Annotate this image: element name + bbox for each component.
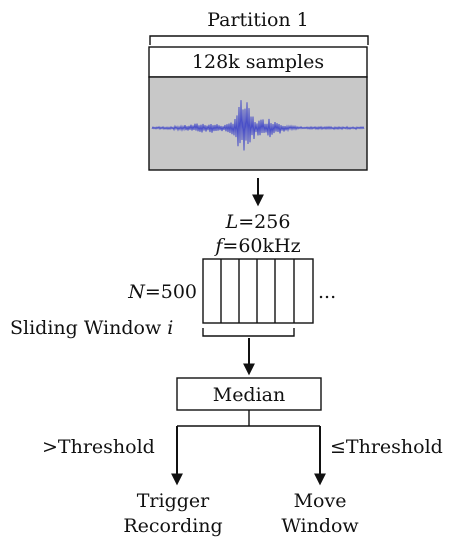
partition-bracket bbox=[149, 35, 369, 45]
samples-label: 128k samples bbox=[192, 51, 324, 73]
window-length-label: L=256 bbox=[225, 211, 291, 233]
trigger-recording-line2: Recording bbox=[123, 515, 222, 537]
sliding-window-label: Sliding Window i bbox=[10, 317, 173, 339]
waveform-panel bbox=[148, 76, 368, 171]
window-ellipsis: ... bbox=[318, 281, 336, 303]
sample-rate-label: f=60kHz bbox=[213, 235, 300, 257]
left-condition-label: >Threshold bbox=[42, 436, 155, 458]
window-count-label: N=500 bbox=[127, 281, 197, 303]
partition-title: Partition 1 bbox=[207, 9, 309, 31]
sliding-window-bracket bbox=[202, 328, 295, 337]
right-condition-label: ≤Threshold bbox=[330, 436, 443, 458]
trigger-recording-line1: Trigger bbox=[137, 490, 210, 512]
branch-connector bbox=[177, 410, 320, 427]
waveform-signal bbox=[151, 100, 365, 151]
move-window-line1: Move bbox=[294, 490, 347, 512]
median-label: Median bbox=[213, 384, 286, 406]
window-grid bbox=[202, 258, 314, 324]
move-window-line2: Window bbox=[281, 515, 359, 537]
samples-box bbox=[148, 46, 368, 78]
